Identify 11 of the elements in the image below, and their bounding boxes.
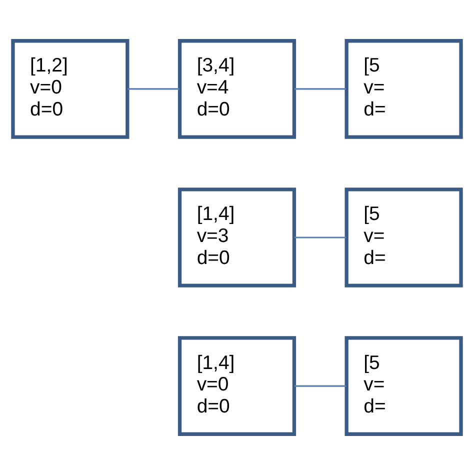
connector: [294, 384, 346, 386]
connector: [294, 236, 346, 238]
node-box: [1,4] v=3 d=0: [178, 187, 296, 287]
node-box: [1,2] v=0 d=0: [11, 38, 130, 138]
connector: [294, 88, 346, 90]
node-box: [1,4] v=0 d=0: [178, 336, 296, 436]
node-box: [5 v= d=: [344, 187, 463, 287]
connector: [128, 88, 180, 90]
node-box: [3,4] v=4 d=0: [178, 38, 296, 138]
node-box: [5 v= d=: [344, 38, 463, 138]
node-box: [5 v= d=: [344, 336, 463, 436]
